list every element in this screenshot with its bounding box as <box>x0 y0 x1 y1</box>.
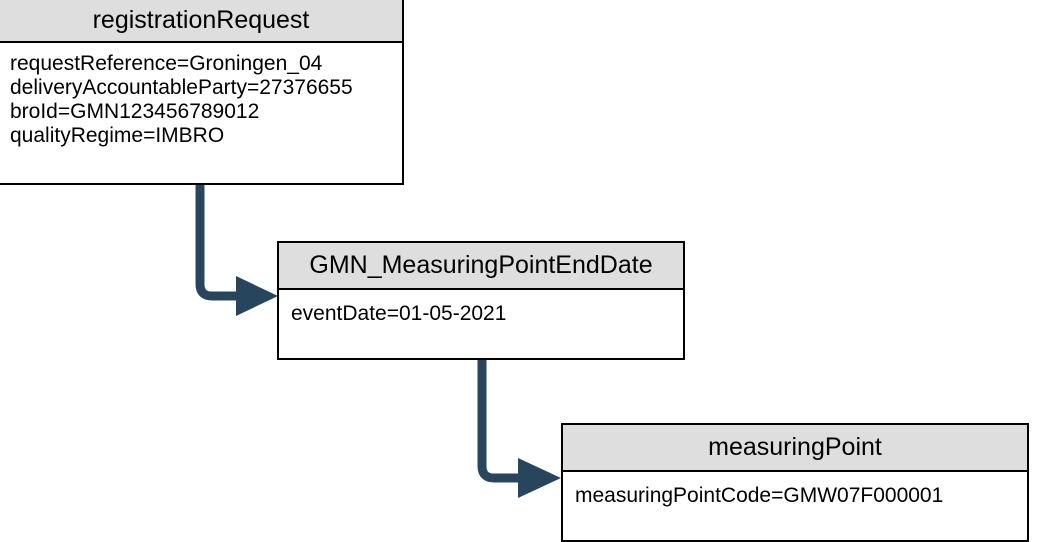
uml-class-box-measuring-point[interactable]: measuringPoint measuringPointCode=GMW07F… <box>561 423 1029 542</box>
uml-class-title-measuring-point: measuringPoint <box>563 425 1027 472</box>
arrowhead-icon <box>236 276 278 316</box>
connector-line <box>477 358 522 483</box>
uml-attribute: measuringPointCode=GMW07F000001 <box>575 484 944 507</box>
uml-class-title-registration-request: registrationRequest <box>0 0 402 43</box>
uml-class-box-registration-request[interactable]: registrationRequest requestReference=Gro… <box>0 0 404 185</box>
uml-attribute: broId=GMN123456789012 <box>10 100 260 123</box>
uml-attribute: qualityRegime=IMBRO <box>10 124 225 147</box>
uml-class-box-gmn-measuringpointenddate[interactable]: GMN_MeasuringPointEndDate eventDate=01-0… <box>277 241 685 360</box>
uml-attribute: eventDate=01-05-2021 <box>291 302 507 325</box>
uml-attribute-list-gmn-measuringpointenddate: eventDate=01-05-2021 <box>279 290 683 358</box>
uml-attribute-list-registration-request: requestReference=Groningen_04 deliveryAc… <box>0 43 402 183</box>
connector-line <box>195 183 240 301</box>
uml-attribute-list-measuring-point: measuringPointCode=GMW07F000001 <box>563 472 1027 540</box>
uml-class-title-gmn-measuringpointenddate: GMN_MeasuringPointEndDate <box>279 243 683 290</box>
uml-attribute: deliveryAccountableParty=27376655 <box>10 76 353 99</box>
arrowhead-icon <box>518 458 561 498</box>
uml-attribute: requestReference=Groningen_04 <box>10 52 323 75</box>
